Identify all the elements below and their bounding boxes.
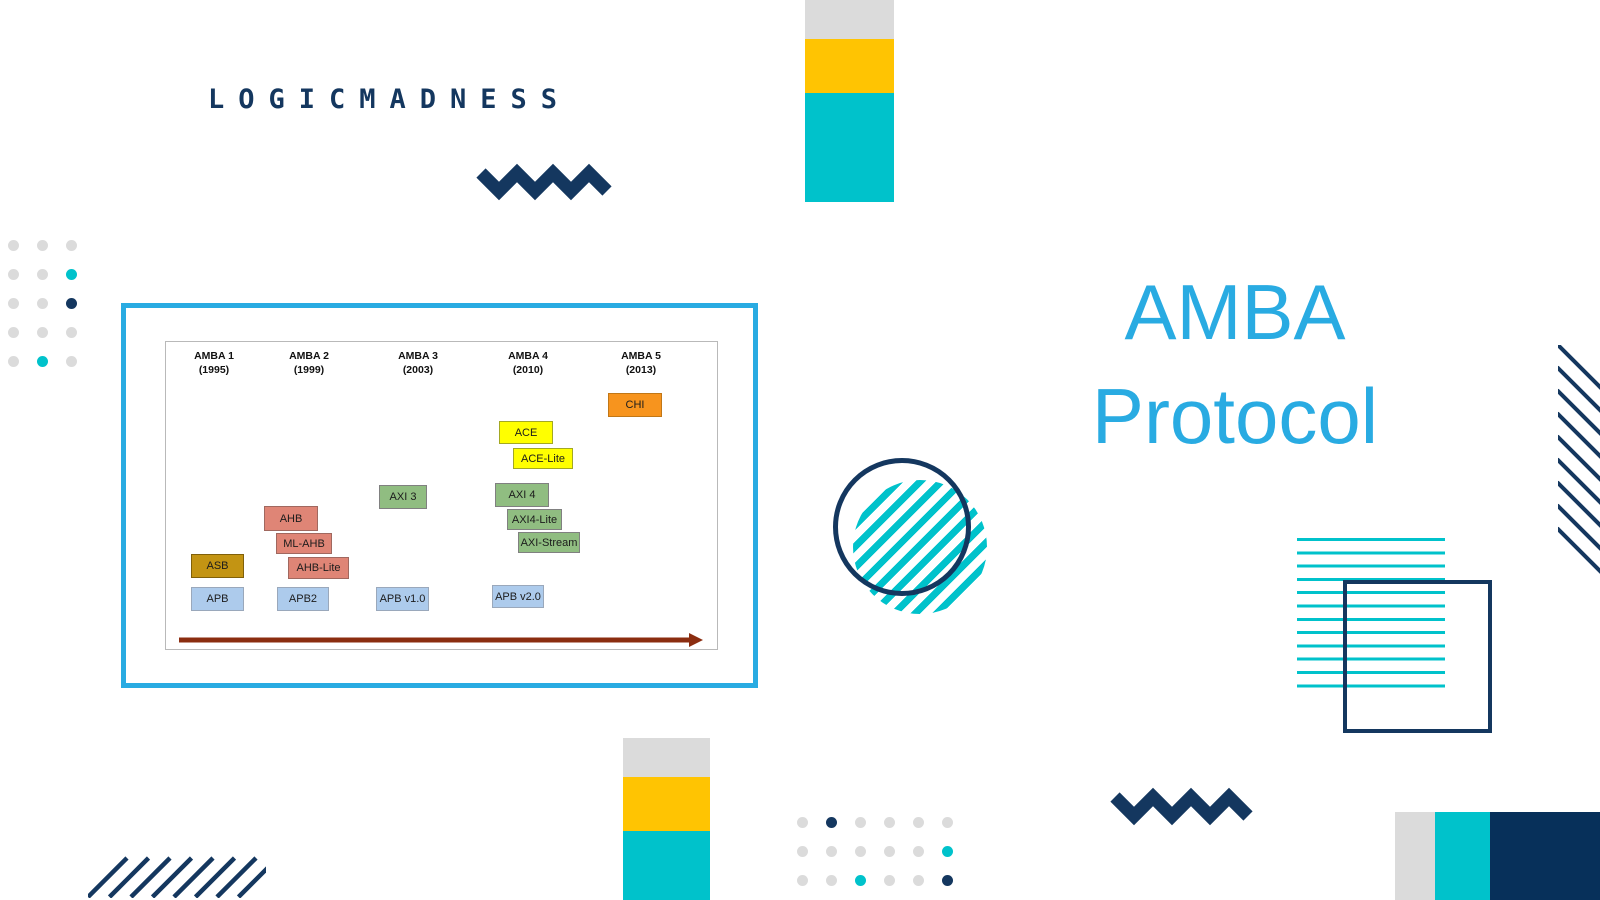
color-bar-bottom	[623, 738, 710, 900]
dot	[66, 269, 77, 280]
square-outline-icon	[1343, 580, 1492, 733]
protocol-box-apb: APB	[191, 587, 244, 611]
dot	[37, 240, 48, 251]
dot	[826, 817, 837, 828]
protocol-box-ahb: AHB	[264, 506, 318, 531]
diagonal-lines-bottom-left-icon	[88, 856, 266, 898]
dot	[942, 817, 953, 828]
dot	[855, 875, 866, 886]
zigzag-icon	[1110, 787, 1253, 826]
diagram-column-header: AMBA 4(2010)	[508, 350, 548, 377]
protocol-box-axi4-lite: AXI4-Lite	[507, 509, 562, 530]
dot	[884, 846, 895, 857]
block-navy	[1490, 812, 1600, 900]
protocol-box-apb-v1-0: APB v1.0	[376, 587, 429, 611]
protocol-box-asb: ASB	[191, 554, 244, 578]
dot	[913, 846, 924, 857]
dot	[797, 817, 808, 828]
dots-grid-top-left	[8, 240, 108, 390]
dot	[797, 846, 808, 857]
horizontal-lines-icon	[1297, 538, 1445, 689]
dot	[797, 875, 808, 886]
dot	[66, 240, 77, 251]
dot	[884, 817, 895, 828]
diagram-column-header: AMBA 3(2003)	[398, 350, 438, 377]
dot	[826, 875, 837, 886]
diagonal-lines-top-right-icon	[1558, 345, 1600, 574]
protocol-box-apb2: APB2	[277, 587, 329, 611]
color-bar-top	[805, 0, 894, 202]
bar-segment-yellow	[623, 777, 710, 831]
protocol-box-apb-v2-0: APB v2.0	[492, 585, 544, 608]
dot	[8, 327, 19, 338]
block-teal	[1435, 812, 1490, 900]
zigzag-icon	[476, 163, 612, 201]
dot	[8, 298, 19, 309]
dot	[37, 356, 48, 367]
protocol-box-axi-3: AXI 3	[379, 485, 427, 509]
block-gray	[1395, 812, 1435, 900]
amba-diagram-frame: AMBA 1(1995) AMBA 2(1999) AMBA 3(2003) AMBA…	[121, 303, 758, 688]
protocol-box-ahb-lite: AHB-Lite	[288, 557, 349, 579]
dot	[8, 356, 19, 367]
protocol-box-chi: CHI	[608, 393, 662, 417]
dot	[8, 269, 19, 280]
dot	[913, 875, 924, 886]
slide-title-line2: Protocol	[1091, 372, 1379, 460]
protocol-box-ace: ACE	[499, 421, 553, 444]
dot	[942, 875, 953, 886]
bar-segment-yellow	[805, 39, 894, 93]
dot	[66, 356, 77, 367]
protocol-box-axi-4: AXI 4	[495, 483, 549, 507]
diagram-column-header: AMBA 1(1995)	[194, 350, 234, 377]
diagram-column-header: AMBA 2(1999)	[289, 350, 329, 377]
dot	[37, 298, 48, 309]
dot	[855, 846, 866, 857]
dot	[8, 240, 19, 251]
protocol-box-ml-ahb: ML-AHB	[276, 533, 332, 554]
bar-segment-teal	[805, 93, 894, 202]
bar-segment-teal	[623, 831, 710, 900]
slide-title-line1: AMBA	[1124, 268, 1346, 356]
amba-evolution-diagram: AMBA 1(1995) AMBA 2(1999) AMBA 3(2003) AMBA…	[165, 341, 718, 650]
dot	[66, 327, 77, 338]
dot	[884, 875, 895, 886]
slide-title: AMBA Protocol	[1040, 260, 1430, 468]
dot	[826, 846, 837, 857]
brand-logo: LOGICMADNESS	[208, 84, 572, 115]
timeline-arrow	[179, 633, 703, 647]
bar-segment-gray	[805, 0, 894, 39]
circle-outline-icon	[833, 458, 971, 596]
dot	[913, 817, 924, 828]
color-blocks-bottom-right	[1395, 812, 1600, 900]
dot	[37, 269, 48, 280]
dot	[37, 327, 48, 338]
dot	[66, 298, 77, 309]
bar-segment-gray	[623, 738, 710, 777]
dot	[942, 846, 953, 857]
protocol-box-axi-stream: AXI-Stream	[518, 532, 580, 553]
dots-grid-bottom	[797, 817, 977, 900]
protocol-box-ace-lite: ACE-Lite	[513, 448, 573, 469]
diagram-column-header: AMBA 5(2013)	[621, 350, 661, 377]
dot	[855, 817, 866, 828]
